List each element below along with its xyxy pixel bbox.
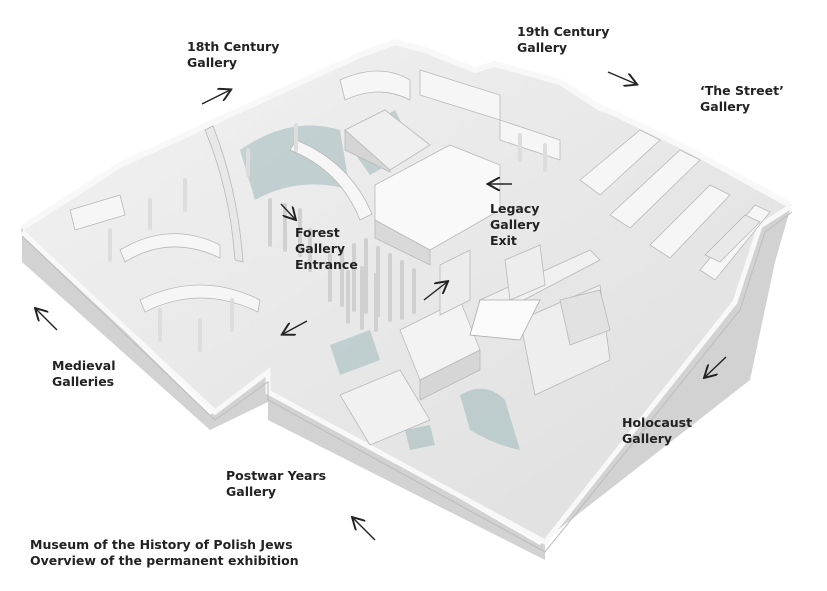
label-line: Gallery — [517, 40, 568, 55]
label-line: Entrance — [295, 257, 358, 272]
caption-line-1: Museum of the History of Polish Jews — [30, 537, 293, 552]
label-line: Forest — [295, 225, 340, 240]
label-postwar-years-gallery: Postwar Years Gallery — [226, 468, 326, 500]
label-line: 18th Century — [187, 39, 280, 54]
arrow-icon — [280, 203, 295, 219]
label-line: Gallery — [622, 431, 673, 446]
label-19th-century-gallery: 19th Century Gallery — [517, 24, 609, 56]
arrow-icon — [607, 71, 636, 84]
label-legacy-gallery-exit: Legacy Gallery Exit — [490, 201, 540, 249]
forest-columns — [268, 198, 416, 332]
caption-line-2: Overview of the permanent exhibition — [30, 553, 299, 568]
direction-arrows — [36, 71, 727, 541]
arrow-icon — [283, 320, 308, 334]
interior-walls — [69, 69, 771, 446]
label-line: Galleries — [52, 374, 115, 389]
label-line: Holocaust — [622, 415, 693, 430]
label-line: Gallery — [490, 217, 541, 232]
label-line: Postwar Years — [226, 468, 327, 483]
figure-caption: Museum of the History of Polish Jews Ove… — [30, 537, 299, 569]
arrow-icon — [705, 356, 727, 377]
arrow-icon — [201, 90, 230, 105]
label-line: Gallery — [187, 55, 238, 70]
label-line: Legacy — [490, 201, 540, 216]
label-line: Medieval — [52, 358, 116, 373]
label-line: Gallery — [226, 484, 277, 499]
label-line: Exit — [490, 233, 517, 248]
label-line: ‘The Street’ — [700, 83, 784, 98]
label-line: Gallery — [295, 241, 346, 256]
label-medieval-galleries: Medieval Galleries — [52, 358, 116, 390]
perimeter-posts — [108, 123, 547, 352]
label-line: 19th Century — [517, 24, 610, 39]
building-footprint — [20, 38, 793, 560]
arrow-icon — [423, 282, 447, 301]
arrow-icon — [36, 309, 58, 331]
label-forest-gallery-entrance: Forest Gallery Entrance — [295, 225, 358, 273]
label-street-gallery: ‘The Street’ Gallery — [700, 83, 784, 115]
outer-wall-top — [20, 38, 792, 231]
label-holocaust-gallery: Holocaust Gallery — [622, 415, 692, 447]
label-18th-century-gallery: 18th Century Gallery — [187, 39, 279, 71]
arrow-icon — [353, 518, 376, 541]
label-line: Gallery — [700, 99, 751, 114]
